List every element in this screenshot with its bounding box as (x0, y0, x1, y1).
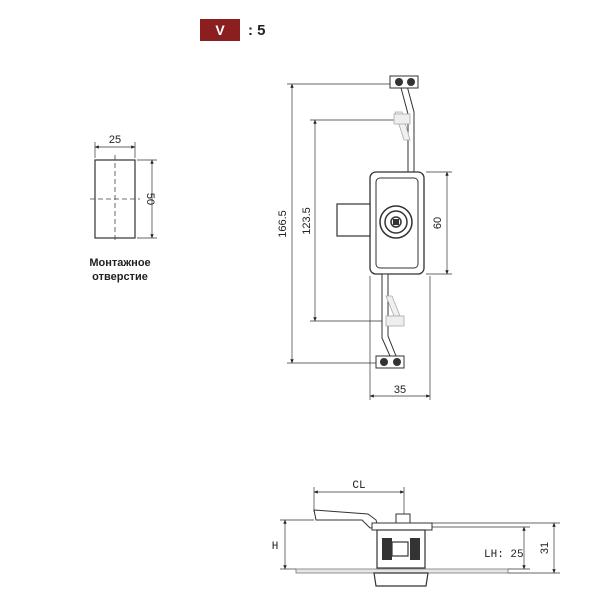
mounting-hole-height-label: 50 (144, 193, 156, 205)
mounting-hole-caption-line1: Монтажное (89, 257, 151, 269)
lower-bolt-right (393, 358, 401, 366)
body-height-label: 60 (432, 217, 444, 229)
lock-cylinder-ring (384, 210, 408, 234)
body-width-label: 35 (394, 384, 406, 396)
side-height-label: 31 (539, 542, 551, 554)
side-mechanism-block-left (382, 538, 392, 560)
side-cylinder (373, 572, 429, 587)
side-top-nut (395, 513, 411, 524)
total-height-label: 166.5 (277, 210, 289, 238)
handle-stub (336, 203, 371, 237)
lower-bolt-left (380, 358, 388, 366)
version-badge-group: V : 5 (200, 19, 266, 41)
version-value: : 5 (248, 21, 266, 39)
upper-bolt-right (407, 78, 415, 86)
side-view-drawing: CL H LH: 25 31 (272, 480, 560, 587)
mounting-hole-caption-line2: отверстие (92, 271, 148, 283)
cl-label: CL (352, 480, 365, 492)
side-handle (313, 509, 379, 529)
lh-label: LH: 25 (484, 549, 524, 561)
h-label: H (272, 541, 279, 553)
mounting-hole-drawing: 25 50 (90, 134, 157, 243)
version-badge: V (200, 19, 240, 41)
front-view-drawing: 166.5 123.5 60 (277, 75, 452, 400)
center-distance-label: 123.5 (301, 207, 313, 235)
upper-bolt-left (395, 78, 403, 86)
mounting-hole-width-label: 25 (109, 134, 121, 146)
mounting-hole-caption: Монтажное отверстие (85, 256, 155, 284)
lock-keyhole (390, 216, 402, 228)
side-flange (371, 522, 433, 531)
side-mechanism-block-right (410, 538, 420, 560)
lock-body-inner (375, 177, 419, 269)
